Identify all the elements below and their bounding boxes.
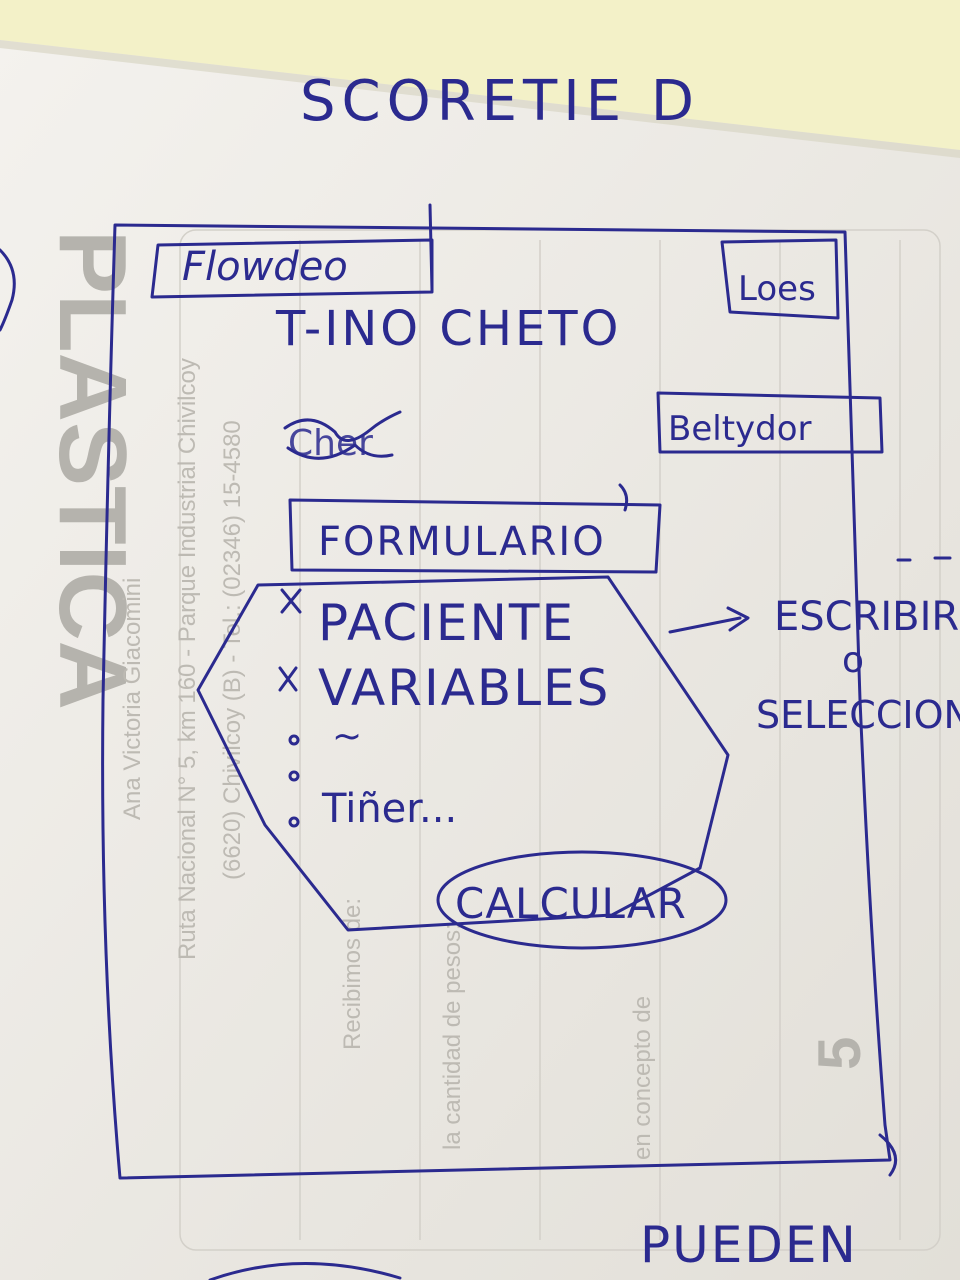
annotation-arrow	[668, 606, 750, 634]
side-box-label: Beltydor	[668, 409, 812, 449]
bottom-text: PUEDEN	[640, 1216, 858, 1274]
list-item-tiner: Tiñer...	[321, 786, 457, 832]
print-line-6: en concepto de	[629, 996, 656, 1160]
form-header-label: FORMULARIO	[318, 519, 606, 565]
list-item-paciente: PACIENTE	[318, 594, 575, 652]
side-box	[656, 391, 884, 454]
tab-label: Flowdeo	[182, 244, 348, 290]
calc-ellipse	[436, 850, 728, 950]
print-line-5: la cantidad de pesos:	[439, 923, 466, 1150]
ink-sketch	[0, 203, 952, 1280]
sketch-heading: SCORETIE D	[300, 69, 700, 134]
form-header-box	[288, 498, 662, 574]
yellow-paper-shadow	[0, 40, 960, 158]
tab-box	[150, 238, 434, 299]
top-right-box	[720, 238, 840, 320]
list-item-tilde: ~	[332, 716, 362, 757]
yellow-paper	[0, 0, 960, 150]
top-right-label: Loes	[738, 269, 816, 309]
print-line-2: Ruta Nacional N° 5, km 160 - Parque Indu…	[174, 358, 201, 960]
calc-button-label: CALCULAR	[455, 879, 687, 928]
annotation-line-3: SELECCION	[756, 693, 960, 737]
form-hexagon	[196, 575, 730, 932]
print-rotated-block: Ana Victoria Giacomini Ruta Nacional N° …	[119, 358, 656, 1160]
print-line-3: (6620) Chivilcoy (B) - Tel.: (02346) 15-…	[219, 420, 246, 880]
print-line-4: Recibimos de:	[339, 898, 366, 1050]
print-line-1: Ana Victoria Giacomini	[119, 578, 146, 820]
phone-frame	[101, 223, 892, 1180]
annotation-line-1: ESCRIBIR	[774, 594, 959, 640]
print-big-vertical: PLASTICA	[39, 230, 146, 710]
title-line: T-INO CHETO	[275, 301, 621, 357]
print-small-number: 5	[806, 1037, 873, 1070]
list-item-variables: VARIABLES	[318, 659, 610, 717]
scribble-label: Cher	[288, 423, 373, 464]
annotation-line-2: o	[842, 640, 864, 681]
